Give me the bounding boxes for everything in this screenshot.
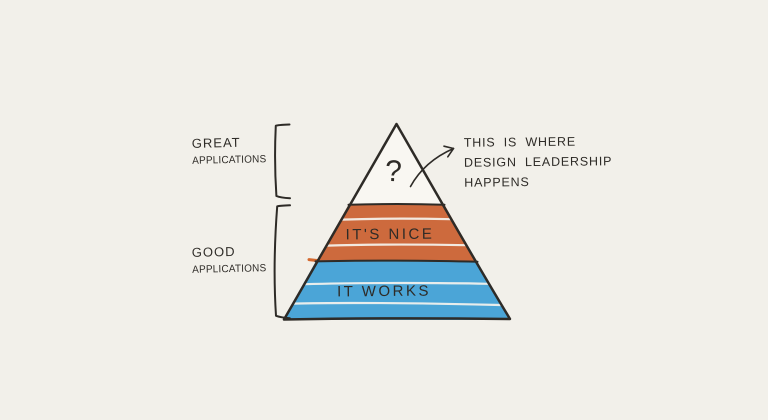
divider-top-middle	[347, 203, 446, 206]
annotation-line2: DESIGN LEADERSHIP	[463, 154, 613, 170]
annotation-arrow-icon	[409, 145, 455, 188]
pyramid-outline	[282, 122, 512, 321]
bracket-good-applications	[273, 204, 291, 320]
ruled-line-orange-1	[340, 217, 453, 221]
arrow-head	[443, 145, 455, 158]
ruled-lines	[290, 217, 502, 307]
ruled-line-blue-2	[290, 301, 502, 307]
great-applications-label: GREAT APPLICATIONS	[192, 132, 271, 169]
band-dividers	[314, 203, 479, 263]
good-applications-label: GOOD APPLICATIONS	[192, 241, 271, 278]
great-applications-line1: GREAT	[191, 134, 241, 151]
good-applications-line1: GOOD	[191, 243, 236, 260]
annotation-line1: THIS IS WHERE	[463, 134, 577, 150]
annotation-line3: HAPPENS	[464, 175, 530, 190]
good-applications-line2: APPLICATIONS	[192, 262, 267, 276]
design-leadership-annotation: THIS IS WHERE DESIGN LEADERSHIP HAPPENS	[464, 131, 613, 193]
ruled-line-orange-2	[325, 243, 468, 247]
top-level-question-mark: ?	[384, 154, 403, 189]
brackets	[273, 123, 291, 320]
divider-middle-bottom	[314, 259, 479, 263]
arrow-shaft	[409, 147, 455, 188]
bottom-level-label: IT WORKS	[336, 282, 432, 301]
great-applications-line2: APPLICATIONS	[192, 153, 267, 167]
bracket-great-applications	[274, 123, 291, 200]
ruled-line-blue-1	[303, 281, 490, 286]
pyramid-bottom-fill	[283, 261, 511, 320]
middle-level-label: IT'S NICE	[345, 225, 435, 244]
